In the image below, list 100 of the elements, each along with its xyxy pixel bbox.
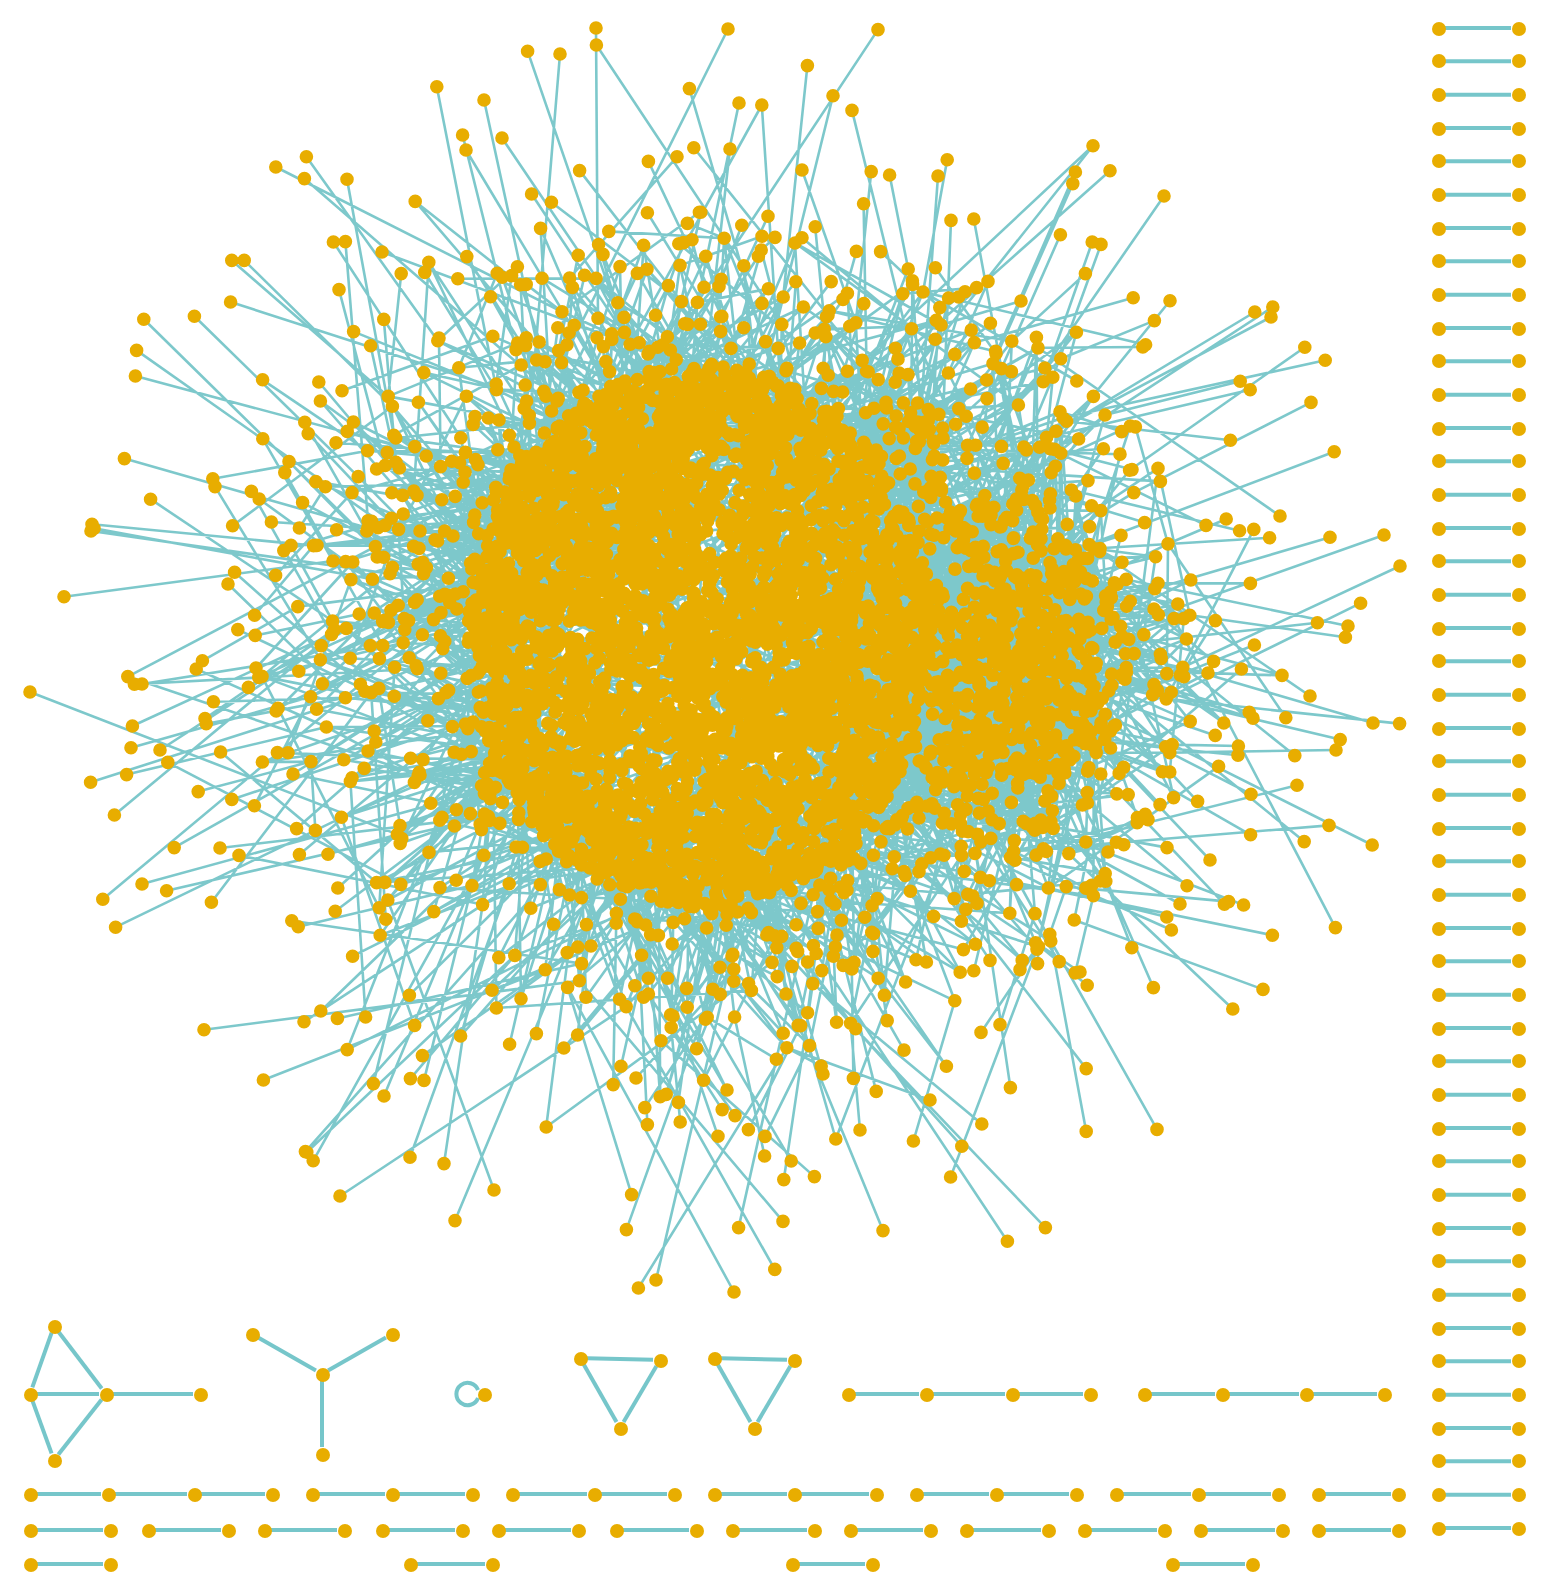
edge-line (1091, 1528, 1157, 1532)
edge-line (417, 1562, 485, 1566)
network-node-dot (1511, 987, 1525, 1002)
network-node-dot (807, 1523, 821, 1537)
network-node-dot (1431, 754, 1445, 769)
network-node-dot (1511, 421, 1525, 435)
network-node-dot (1431, 987, 1445, 1002)
network-node-dot (375, 1523, 389, 1537)
edge-line (857, 1528, 923, 1532)
network-node-dot (1431, 1021, 1445, 1035)
network-node-dot (1431, 1421, 1445, 1435)
network-node-dot (841, 1387, 855, 1401)
network-node-dot (1511, 887, 1525, 902)
edge-line (1445, 1092, 1511, 1097)
network-node-dot (265, 1487, 279, 1501)
network-node-dot (1311, 1523, 1325, 1537)
edge-line (30, 1399, 54, 1455)
network-node-dot (103, 1557, 117, 1571)
edge-line (1445, 1392, 1511, 1397)
network-node-dot (1077, 1523, 1091, 1537)
network-node-dot (1511, 1221, 1525, 1235)
network-node-dot (1511, 321, 1525, 335)
network-node-dot (909, 1487, 923, 1501)
network-node-dot (47, 1453, 61, 1467)
edge-line (257, 1335, 317, 1373)
self-loop-edge (454, 1380, 480, 1408)
network-node-dot (1165, 1557, 1179, 1571)
edge-line (1445, 326, 1511, 330)
network-node-dot (1215, 1387, 1229, 1401)
network-node-dot (989, 1487, 1003, 1501)
edge-line (755, 1365, 793, 1423)
edge-line (1445, 959, 1511, 964)
edge-line (1313, 1392, 1377, 1396)
network-node-dot (1511, 354, 1525, 369)
network-node-dot (1511, 1421, 1525, 1435)
edge-line (1445, 459, 1511, 464)
network-node-dot (141, 1523, 155, 1537)
edge-line (1445, 59, 1511, 64)
network-node-dot (667, 1487, 681, 1501)
network-node-dot (787, 1353, 801, 1367)
network-node-dot (609, 1523, 623, 1537)
network-node-dot (1511, 787, 1525, 802)
edge-line (1445, 992, 1511, 997)
edge-line (1445, 1159, 1511, 1164)
network-node-dot (337, 1523, 351, 1537)
network-node-dot (103, 1523, 117, 1537)
network-node-dot (1431, 954, 1445, 969)
network-node-dot (485, 1557, 499, 1571)
edge-line (320, 1381, 324, 1447)
edge-line (1445, 226, 1511, 230)
network-node-dot (1511, 254, 1525, 269)
network-node-dot (573, 1351, 587, 1365)
network-node-dot (1069, 1487, 1083, 1501)
network-node-dot (1511, 21, 1525, 35)
network-node-dot (23, 1557, 37, 1571)
edge-line (1445, 626, 1511, 630)
network-node-dot (1511, 487, 1525, 502)
edge-line (1445, 392, 1511, 397)
network-node-dot (1511, 687, 1525, 702)
edge-line (799, 1562, 865, 1566)
network-node-dot (1511, 587, 1525, 602)
network-node-dot (1431, 787, 1445, 802)
network-node-dot (1431, 554, 1445, 569)
network-node-dot (1431, 687, 1445, 702)
network-node-dot (919, 1387, 933, 1401)
edge-line (1445, 526, 1511, 530)
network-node-dot (1431, 1054, 1445, 1069)
network-node-dot (653, 1353, 667, 1367)
network-node-dot (1431, 721, 1445, 735)
edge-line (1445, 1459, 1511, 1464)
edge-line (1179, 1562, 1245, 1566)
edge-line (1325, 1492, 1391, 1496)
network-node-dot (221, 1523, 235, 1537)
edge-line (1445, 126, 1511, 130)
edge-line (1445, 1292, 1511, 1297)
network-node-dot (1431, 1454, 1445, 1469)
network-node-dot (1431, 1154, 1445, 1169)
edge-line (1445, 1492, 1511, 1497)
network-node-dot (1083, 1387, 1097, 1401)
network-node-dot (1431, 1121, 1445, 1135)
network-node-dot (1431, 854, 1445, 869)
network-node-dot (1311, 1487, 1325, 1501)
network-node-dot (23, 1523, 37, 1537)
network-node-dot (1511, 621, 1525, 635)
edge-line (720, 1356, 788, 1362)
network-node-dot (257, 1523, 271, 1537)
network-node-dot (1511, 1454, 1525, 1469)
network-node-dot (1431, 921, 1445, 935)
network-node-dot (1431, 521, 1445, 535)
network-node-dot (187, 1487, 201, 1501)
network-node-dot (1041, 1523, 1055, 1537)
network-node-dot (23, 1487, 37, 1501)
network-node-dot (1511, 854, 1525, 869)
network-node-dot (1137, 1387, 1151, 1401)
network-node-dot (1431, 387, 1445, 402)
edge-line (1445, 1526, 1511, 1530)
edge-line (1445, 1326, 1511, 1330)
edge-line (1445, 1226, 1511, 1230)
network-node-dot (385, 1487, 399, 1501)
network-node-dot (689, 1523, 703, 1537)
